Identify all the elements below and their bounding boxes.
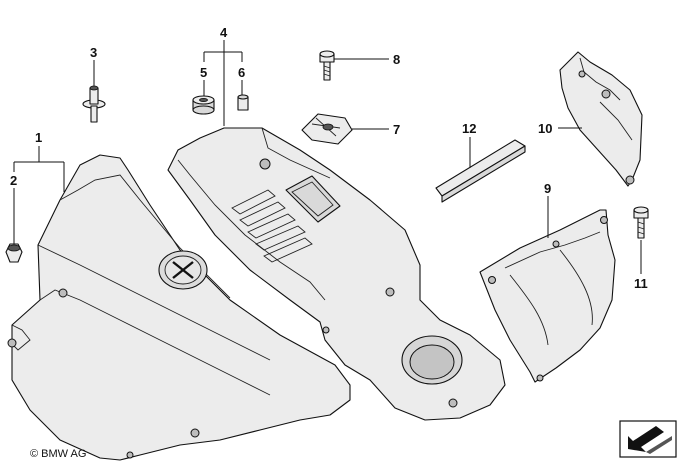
part-1-left-cover xyxy=(7,154,351,461)
part-9-heat-shield xyxy=(479,209,616,383)
callout-2: 2 xyxy=(10,173,17,188)
part-6-spacer-sleeve xyxy=(237,94,249,111)
part-10-bracket xyxy=(559,51,643,187)
cover-round-port xyxy=(401,335,463,385)
callout-3: 3 xyxy=(90,45,97,60)
part-3-push-rivet xyxy=(82,85,106,123)
callout-11: 11 xyxy=(634,276,648,291)
oil-filler-cap xyxy=(158,250,208,290)
callout-6: 6 xyxy=(238,65,245,80)
part-5-rubber-mount xyxy=(192,95,215,115)
callout-4: 4 xyxy=(220,25,228,40)
part-11-bolt xyxy=(633,206,649,239)
callout-1: 1 xyxy=(35,130,42,145)
part-12-sealing-strip xyxy=(435,139,526,203)
part-8-bolt xyxy=(319,50,335,81)
callout-5: 5 xyxy=(200,65,207,80)
part-2-grommet xyxy=(5,243,23,263)
copyright-text: © BMW AG xyxy=(30,448,86,460)
part-4-center-cover xyxy=(167,127,506,421)
callout-9: 9 xyxy=(544,181,551,196)
vent-grille xyxy=(231,189,313,263)
callout-8: 8 xyxy=(393,52,400,67)
callout-12: 12 xyxy=(462,121,476,136)
leader-lines xyxy=(13,40,642,274)
part-7-clip-nut xyxy=(301,113,353,145)
arrow-nav-icon[interactable] xyxy=(619,420,677,458)
callout-numbers: 1 2 3 4 5 6 7 8 9 10 11 12 xyxy=(10,25,648,291)
callout-7: 7 xyxy=(393,122,400,137)
callout-10: 10 xyxy=(538,121,552,136)
